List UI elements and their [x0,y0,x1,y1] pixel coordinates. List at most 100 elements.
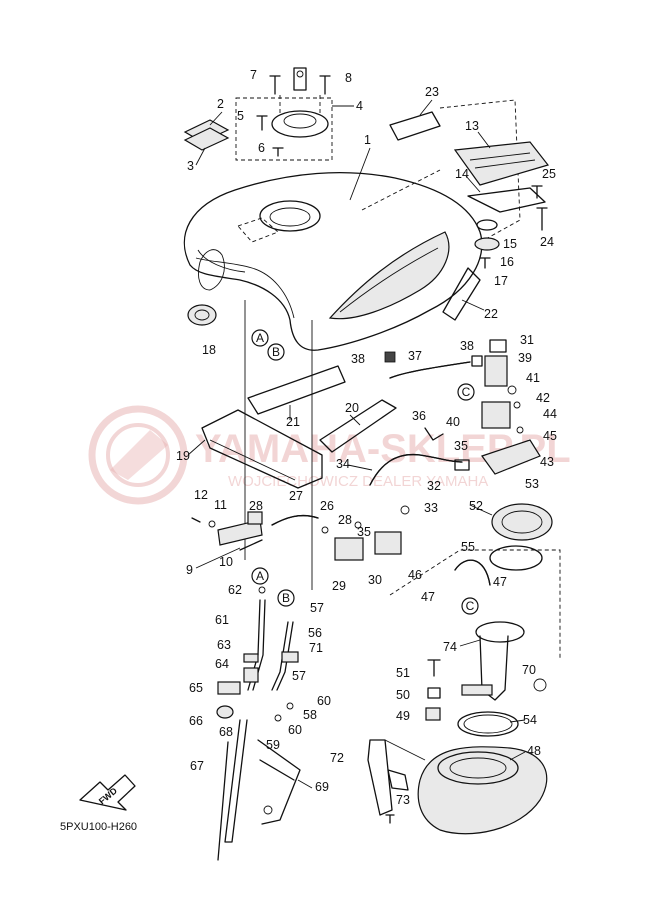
callout-17: 17 [494,274,508,288]
callout-74: 74 [443,640,457,654]
watermark-logo-icon [88,405,188,505]
callout-46: 46 [408,568,422,582]
circle-ref-label: A [256,569,264,583]
callout-11: 11 [214,498,227,512]
callout-69: 69 [315,780,329,794]
callout-66: 66 [189,714,203,728]
callout-34: 34 [336,457,350,471]
callout-43: 43 [540,455,554,469]
tank-emblem-decals [183,119,279,243]
callout-18: 18 [202,343,216,357]
callout-12: 12 [194,488,208,502]
callout-15: 15 [503,237,517,251]
valve-fittings [384,339,541,475]
callout-67: 67 [190,759,204,773]
callout-47: 47 [493,575,507,589]
callout-60: 60 [317,694,331,708]
rear-cover [453,141,550,269]
fuel-cock-parts [191,505,410,561]
callout-31: 31 [520,333,534,347]
callout-28b: 28 [338,513,352,527]
tank-pads [201,365,397,489]
callout-61: 61 [215,613,229,627]
fuel-pump-assembly [389,503,561,835]
cover-guide-line-2 [361,169,441,211]
callout-21: 21 [286,415,300,429]
callout-26: 26 [320,499,334,513]
callout-3: 3 [187,159,194,173]
callout-32: 32 [427,479,441,493]
circle-ref-c: C [461,597,479,615]
bracket-72 [367,739,426,824]
callout-68: 68 [219,725,233,739]
circle-ref-label: B [272,345,280,359]
callout-36: 36 [412,409,426,423]
diagram-code: 5PXU100-H260 [60,821,137,833]
callout-7: 7 [250,68,257,82]
circle-ref-a: A [251,567,269,585]
callout-2: 2 [217,97,224,111]
callout-10: 10 [219,555,233,569]
callout-40: 40 [446,415,460,429]
callout-37: 37 [408,349,422,363]
callout-53: 53 [525,477,539,491]
fuel-tank [183,172,483,351]
callout-47b: 47 [421,590,435,604]
callout-20: 20 [345,401,359,415]
callout-25: 25 [542,167,556,181]
callout-49: 49 [396,709,410,723]
callout-9: 9 [186,563,193,577]
callout-numbers: 1 2 3 4 5 6 7 8 9 10 11 12 13 14 15 16 1… [176,68,557,807]
fwd-label: FWD [97,785,120,806]
callout-41: 41 [526,371,540,385]
callout-42: 42 [536,391,550,405]
callout-72: 72 [330,751,344,765]
drain-lines [216,586,301,861]
filler-cap-assembly [235,67,333,161]
callout-13: 13 [465,119,479,133]
tank-cap-18 [187,304,217,326]
callout-48: 48 [527,744,541,758]
callout-8: 8 [345,71,352,85]
callout-38b: 38 [460,339,474,353]
callout-50: 50 [396,688,410,702]
callout-4: 4 [356,99,363,113]
callout-56: 56 [308,626,322,640]
callout-60b: 60 [288,723,302,737]
callout-29: 29 [332,579,346,593]
circle-ref-label: B [282,591,290,605]
callout-45: 45 [543,429,557,443]
callout-leaders [187,99,526,789]
circle-ref-a: A [251,329,269,347]
circle-ref-b: B [277,589,295,607]
callout-28: 28 [249,499,263,513]
callout-19: 19 [176,449,190,463]
forward-direction-arrow-icon: FWD [79,774,136,811]
callout-16: 16 [500,255,514,269]
callout-65: 65 [189,681,203,695]
callout-57: 57 [310,601,324,615]
callout-35b: 35 [357,525,371,539]
circle-ref-label: A [256,331,264,345]
callout-27: 27 [289,489,303,503]
callout-33: 33 [424,501,438,515]
callout-70: 70 [522,663,536,677]
callout-73: 73 [396,793,410,807]
callout-30: 30 [368,573,382,587]
circle-ref-label: C [466,599,475,613]
callout-35: 35 [454,439,468,453]
callout-1: 1 [364,133,371,147]
callout-54: 54 [523,713,537,727]
callout-55: 55 [461,540,475,554]
callout-57b: 57 [292,669,306,683]
callout-64: 64 [215,657,229,671]
fasteners-49-51 [425,659,441,721]
circle-ref-label: C [462,385,471,399]
callout-62: 62 [228,583,242,597]
circle-ref-c: C [457,383,475,401]
callout-14: 14 [455,167,469,181]
callout-59: 59 [266,738,280,752]
callout-23: 23 [425,85,439,99]
callout-51: 51 [396,666,410,680]
